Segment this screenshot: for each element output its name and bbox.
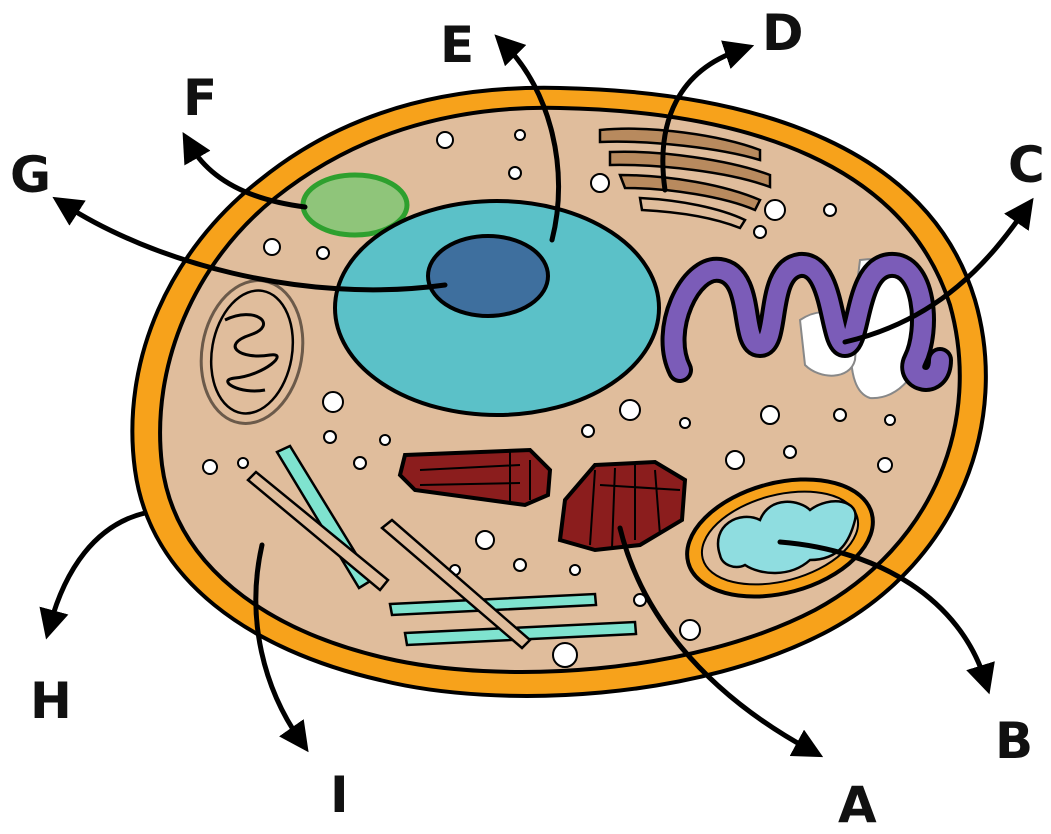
label-g: G xyxy=(10,146,51,204)
label-h: H xyxy=(30,672,72,730)
nucleolus xyxy=(428,236,548,316)
label-f: F xyxy=(183,69,217,127)
label-a: A xyxy=(838,776,877,834)
label-b: B xyxy=(995,712,1033,770)
label-e: E xyxy=(440,16,474,74)
label-i: I xyxy=(330,766,349,824)
label-c: C xyxy=(1008,136,1045,194)
label-d: D xyxy=(762,4,804,62)
